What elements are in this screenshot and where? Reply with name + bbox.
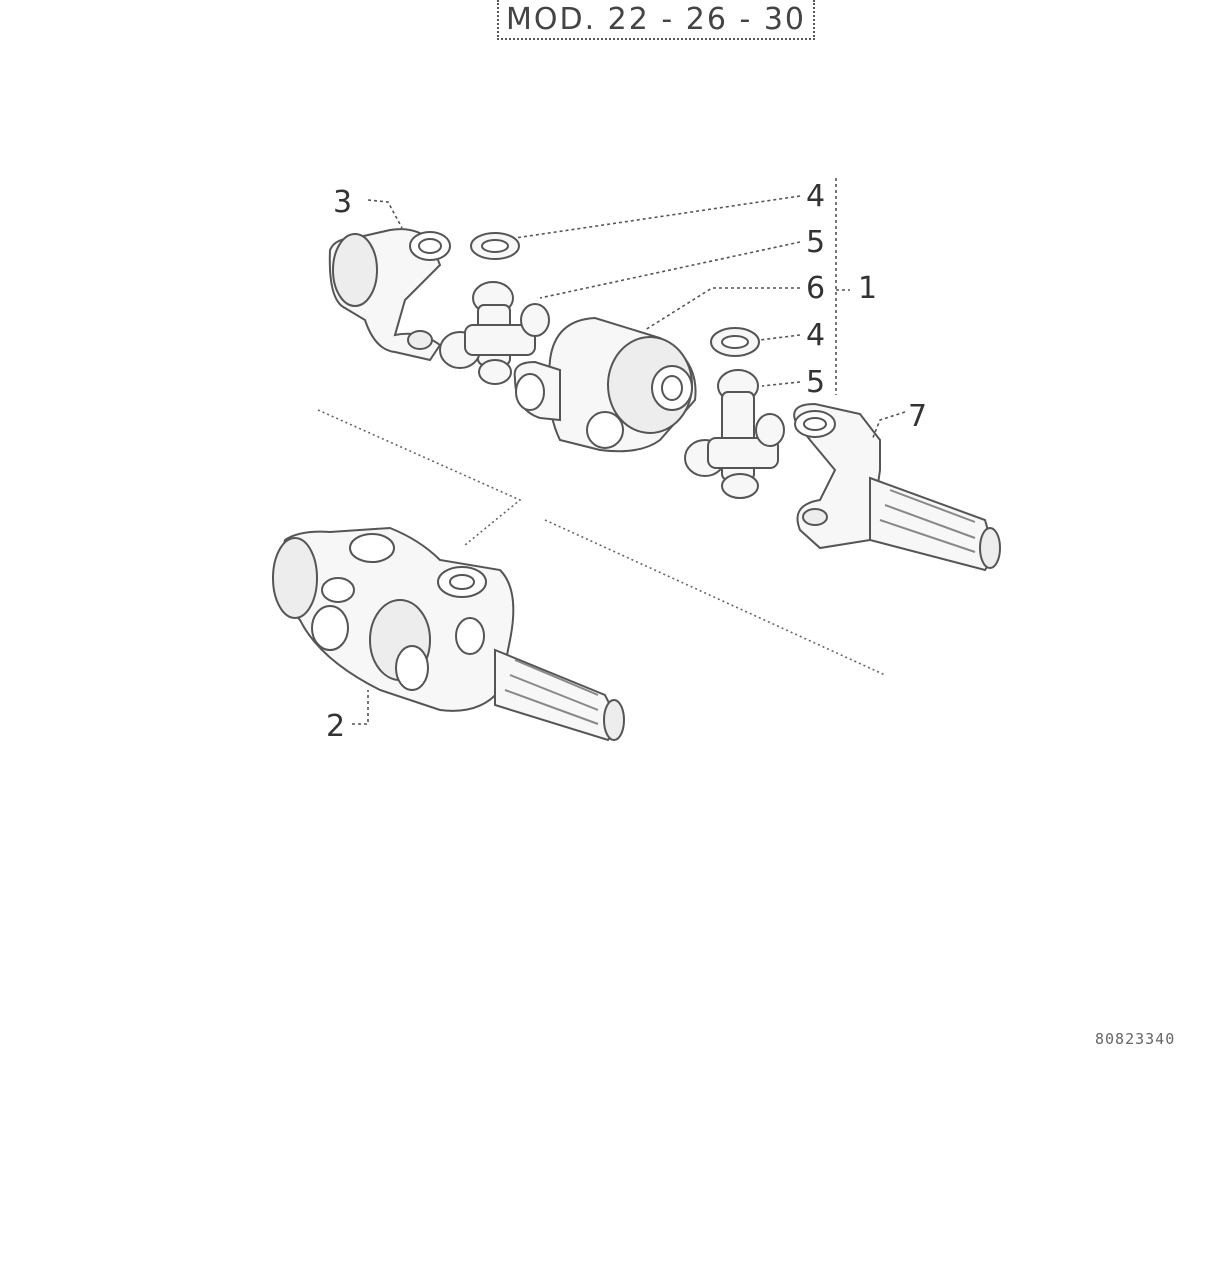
callout-3: 3 — [333, 185, 352, 220]
part-spider-upper — [439, 281, 550, 385]
callout-5-lower: 5 — [806, 365, 825, 400]
part-spider-lower — [684, 369, 785, 499]
callout-1: 1 — [858, 271, 877, 306]
drawing-reference-code: 80823340 — [1095, 1030, 1176, 1048]
callout-6: 6 — [806, 271, 825, 306]
callout-4-upper: 4 — [806, 179, 825, 214]
callout-7: 7 — [908, 399, 927, 434]
callout-2: 2 — [326, 709, 345, 744]
part-yoke-left — [328, 228, 451, 362]
callout-4-lower: 4 — [806, 318, 825, 353]
callout-5-upper: 5 — [806, 225, 825, 260]
part-ring-upper — [470, 232, 520, 260]
section-divider — [317, 409, 886, 676]
part-center-yoke — [513, 316, 697, 453]
part-ring-lower — [710, 327, 760, 357]
model-label: MOD. 22 - 26 - 30 — [497, 0, 815, 40]
part-assembled-shaft — [272, 526, 625, 742]
part-yoke-right — [793, 402, 1001, 572]
leader-lines — [352, 178, 906, 725]
